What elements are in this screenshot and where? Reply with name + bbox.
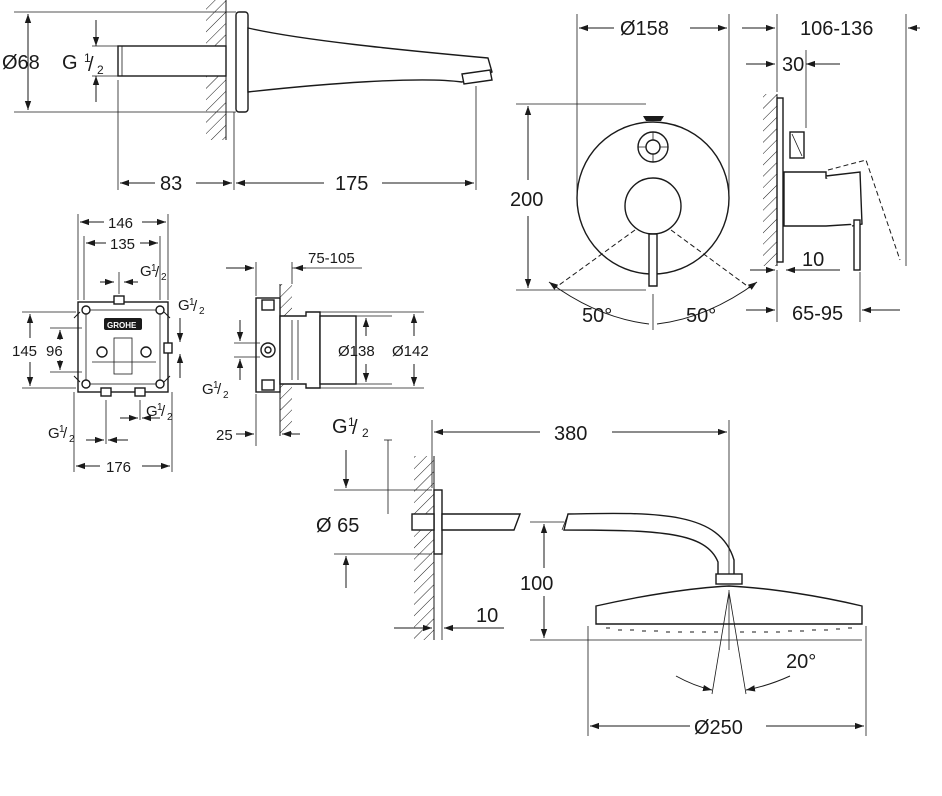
spout-rosette [235,11,249,113]
shower-drawing: G 1 / 2 380 Ø 65 100 10 20° [316,415,867,739]
trim-wall-hatch [763,94,777,266]
shower-flange-diameter-label: Ø 65 [316,515,359,537]
shower-wall-hatch [414,456,434,640]
svg-text:2: 2 [167,412,173,423]
shower-nozzles [606,627,852,633]
box-height-outer-label: 145 [12,343,37,360]
svg-text:/: / [161,403,166,420]
lever-handle [648,233,658,287]
spout-wall-depth-label: 83 [160,173,182,195]
spout-diameter-label: Ø68 [2,52,40,74]
box-side-offset-label: 25 [216,427,233,444]
svg-text:G: G [202,381,214,398]
trim-plate-side [776,97,784,263]
svg-text:/: / [352,417,358,439]
svg-text:G: G [332,416,348,438]
shower-flange [433,489,443,555]
svg-text:2: 2 [97,63,104,77]
svg-text:1: 1 [189,297,195,308]
spout-pipe [117,45,227,77]
trim-angle-right-label: 50° [686,305,716,327]
spout-body [247,27,493,93]
shower-swivel [715,573,743,585]
trim-angle-left-label: 50° [582,305,612,327]
box-front-drawing: GROHE 146 135 G 1 / 2 G 1 / 2 [12,214,205,476]
box-side-drawing: 75-105 Ø138 Ø142 G 1 / 2 25 [202,250,429,446]
svg-text:/: / [88,54,94,76]
svg-text:2: 2 [69,434,75,445]
svg-text:2: 2 [223,390,229,401]
svg-text:G: G [178,297,190,314]
svg-text:2: 2 [362,426,369,440]
trim-handle-offset-label: 10 [802,249,824,271]
spout-thread-label: G [62,52,78,74]
box-side-outer-diameter-label: Ø142 [392,343,429,360]
svg-text:/: / [63,425,68,442]
trim-plate-drawing: 50° 50° Ø158 200 106-136 30 [510,14,920,330]
shower-arm [441,513,522,531]
shower-flange-depth-label: 10 [476,605,498,627]
box-height-inner-label: 96 [46,343,63,360]
svg-text:1: 1 [348,415,355,429]
svg-text:G: G [48,425,60,442]
shower-drop-height-label: 100 [520,573,553,595]
svg-text:/: / [155,264,160,281]
trim-lever-range-label: 65-95 [792,303,843,325]
svg-text:/: / [217,381,222,398]
trim-diameter-label: Ø158 [620,18,669,40]
box-side-depth-label: 75-105 [308,250,355,267]
svg-text:/: / [193,298,198,315]
svg-text:1: 1 [157,402,163,413]
svg-text:G: G [140,263,152,280]
box-front-body [77,301,169,393]
svg-text:G: G [146,403,158,420]
trim-height-label: 200 [510,189,543,211]
svg-text:2: 2 [161,272,167,283]
grohe-logo: GROHE [107,321,137,330]
svg-text:1: 1 [213,380,219,391]
box-side-cartridge [279,311,321,389]
box-side-inner-diameter-label: Ø138 [338,343,375,360]
svg-text:1: 1 [84,51,91,65]
spout-projection-label: 175 [335,173,368,195]
box-bottom-width-label: 176 [106,459,131,476]
trim-depth-range-label: 106-136 [800,18,873,40]
box-width-inner-label: 135 [110,236,135,253]
shower-tilt-angle-label: 20° [786,651,816,673]
svg-text:1: 1 [59,424,65,435]
trim-plate-offset-label: 30 [782,54,804,76]
shower-head-diameter-label: Ø250 [694,717,743,739]
svg-text:2: 2 [199,306,205,317]
lever-base [624,177,682,235]
box-width-outer-label: 146 [108,215,133,232]
spout-drawing: Ø68 G 1 / 2 83 175 [2,0,493,195]
svg-text:1: 1 [151,263,157,274]
shower-arm-length-label: 380 [554,423,587,445]
